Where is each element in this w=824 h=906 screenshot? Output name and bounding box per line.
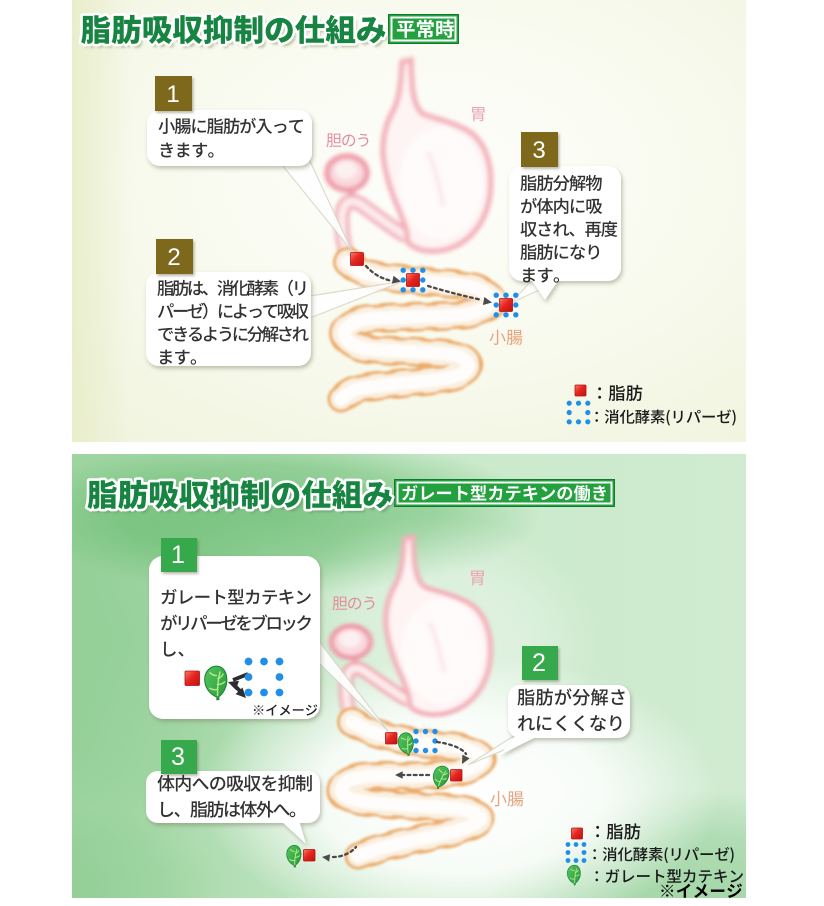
svg-text:3: 3 (532, 137, 545, 164)
svg-text:2: 2 (532, 649, 546, 677)
svg-text:2: 2 (167, 244, 180, 271)
svg-text:3: 3 (171, 743, 185, 771)
svg-text:1: 1 (171, 541, 185, 569)
svg-text:1: 1 (166, 81, 179, 108)
